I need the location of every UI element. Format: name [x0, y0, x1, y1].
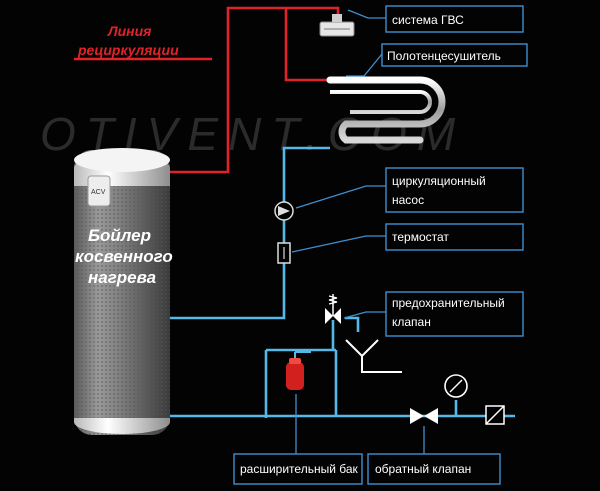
towel-dryer-icon	[326, 76, 446, 152]
boiler-tank: ACV	[74, 148, 170, 435]
label-check-valve: обратный клапан	[367, 453, 501, 485]
label-dhw-system: система ГВС	[385, 5, 524, 33]
label-towel-dryer-text: Полотенцесушитель	[387, 49, 501, 63]
label-dhw-system-text: система ГВС	[392, 13, 464, 27]
boiler-label-line3: нагрева	[88, 268, 156, 287]
label-safety-valve-line2: клапан	[392, 315, 431, 329]
expansion-tank-icon	[286, 350, 311, 390]
check-valve-icon	[410, 408, 438, 424]
hot-water-pipes	[168, 6, 340, 174]
thermostat-icon	[277, 242, 291, 264]
label-circulation-pump: циркуляционный насос	[385, 167, 524, 213]
boiler-label-line2: косвенного	[75, 247, 173, 266]
pressure-gauge-icon	[444, 374, 468, 398]
return-pipes	[168, 146, 515, 418]
label-thermostat: термостат	[385, 223, 524, 251]
label-pump-line2: насос	[392, 193, 424, 207]
label-check-valve-text: обратный клапан	[375, 462, 471, 476]
safety-valve-icon	[325, 294, 341, 324]
filter-icon	[485, 405, 505, 425]
recirculation-label-line1: Линия	[107, 23, 151, 39]
callout-leaders	[291, 9, 425, 454]
recirculation-label-line2: рециркуляции	[77, 42, 179, 58]
dhw-faucet-icon	[319, 14, 355, 37]
label-towel-dryer: Полотенцесушитель	[381, 43, 528, 67]
boiler-panel-text: ACV	[91, 189, 106, 196]
label-thermostat-text: термостат	[392, 230, 449, 244]
label-safety-valve: предохранительный клапан	[385, 291, 524, 337]
label-safety-valve-line1: предохранительный	[392, 296, 505, 310]
circulation-pump-icon	[274, 201, 294, 221]
drain-funnel-icon	[345, 339, 402, 373]
label-pump-line1: циркуляционный	[392, 174, 486, 188]
label-expansion-tank-text: расширительный бак	[240, 462, 359, 476]
label-expansion-tank: расширительный бак	[233, 453, 363, 485]
boiler-label-line1: Бойлер	[88, 226, 151, 245]
